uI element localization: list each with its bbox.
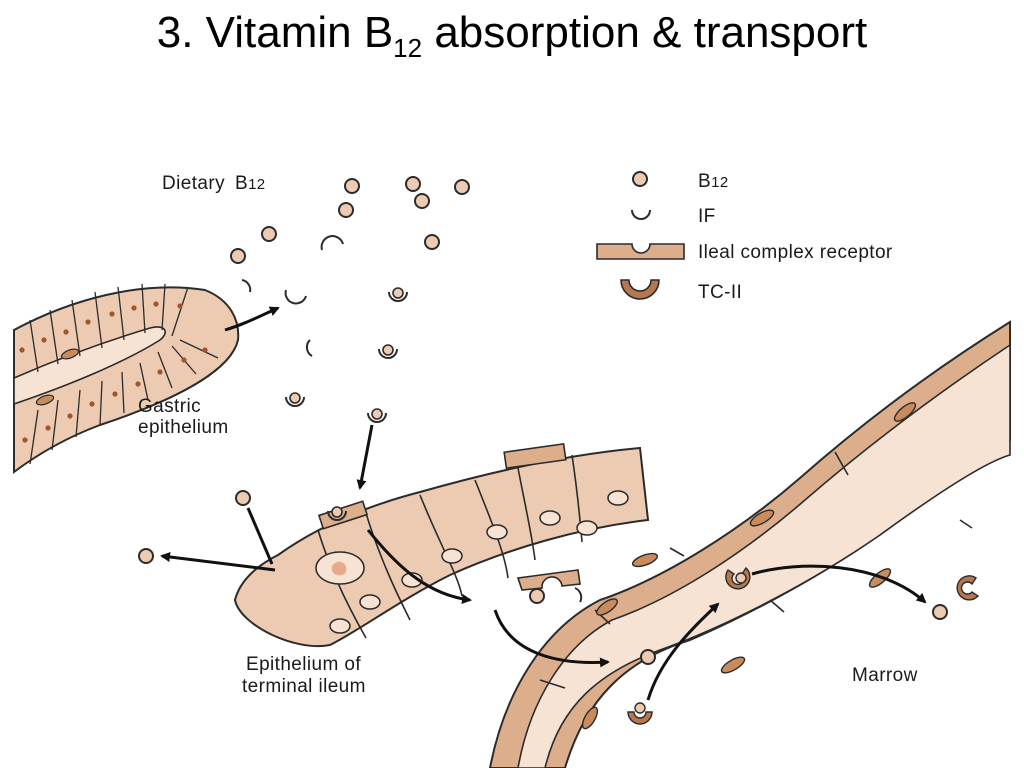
legend-tc2-item: TC-II: [620, 279, 742, 303]
flow-arrows: [160, 306, 927, 701]
label-marrow: Marrow: [852, 665, 918, 686]
legend-receptor-label: Ileal complex receptor: [698, 242, 893, 263]
label-ileum-line2: terminal ileum: [242, 676, 366, 697]
arrow-gastric-out: [224, 306, 280, 332]
gastric-epithelium: [13, 283, 240, 474]
title-subscript: 12: [393, 33, 423, 63]
tc2-molecules: [627, 566, 980, 725]
vessel-cell-boundaries: [539, 451, 973, 689]
legend-receptor-symbol: [596, 243, 685, 260]
legend-if-item: IF: [631, 206, 716, 227]
legend-if-symbol: [631, 209, 651, 220]
legend-b12-item: B12: [632, 171, 729, 192]
legend-b12-symbol: [632, 171, 648, 187]
ileum-nuclei: [329, 490, 629, 634]
if-molecules: [241, 235, 583, 603]
legend-tc2-label: TC-II: [698, 282, 742, 303]
ileum-epithelium: [233, 442, 650, 648]
vessel-nuclei: [581, 402, 917, 730]
title-rest: absorption & transport: [422, 8, 868, 57]
ileum-cells: [233, 446, 650, 648]
free-receptor: [516, 569, 581, 591]
arrow-down-to-ileum: [356, 424, 374, 490]
b12-if-complexes: [285, 287, 408, 521]
legend-tc2-symbol: [620, 279, 660, 300]
legend: B12 IF Ileal complex receptor TC-II: [596, 171, 893, 303]
arrow-to-blood: [493, 609, 610, 668]
gastric-nuclei: [19, 301, 208, 443]
legend-if-label: IF: [698, 206, 716, 227]
arrow-through-cell: [366, 529, 472, 604]
label-gastric-line1: Gastric: [138, 396, 201, 417]
title-main: 3. Vitamin B: [156, 8, 394, 57]
ileum-vesicle: [315, 551, 365, 585]
arrow-to-lumen-b12: [160, 552, 276, 572]
gastric-cell-lines: [29, 283, 219, 465]
arrow-tc2-up: [646, 602, 720, 701]
label-ileum-line1: Epithelium of: [246, 654, 361, 675]
blood-vessel: [488, 320, 1011, 768]
legend-receptor-item: Ileal complex receptor: [596, 242, 893, 263]
label-gastric-line2: epithelium: [138, 417, 229, 438]
gastric-oval-nuclei: [35, 348, 80, 406]
arrow-to-marrow: [751, 564, 927, 604]
legend-b12-label: B12: [698, 171, 729, 192]
arrow-line-b12: [246, 507, 274, 565]
ileum-receptor-top: [503, 442, 567, 470]
slide-title: 3. Vitamin B12 absorption & transport: [0, 8, 1024, 64]
